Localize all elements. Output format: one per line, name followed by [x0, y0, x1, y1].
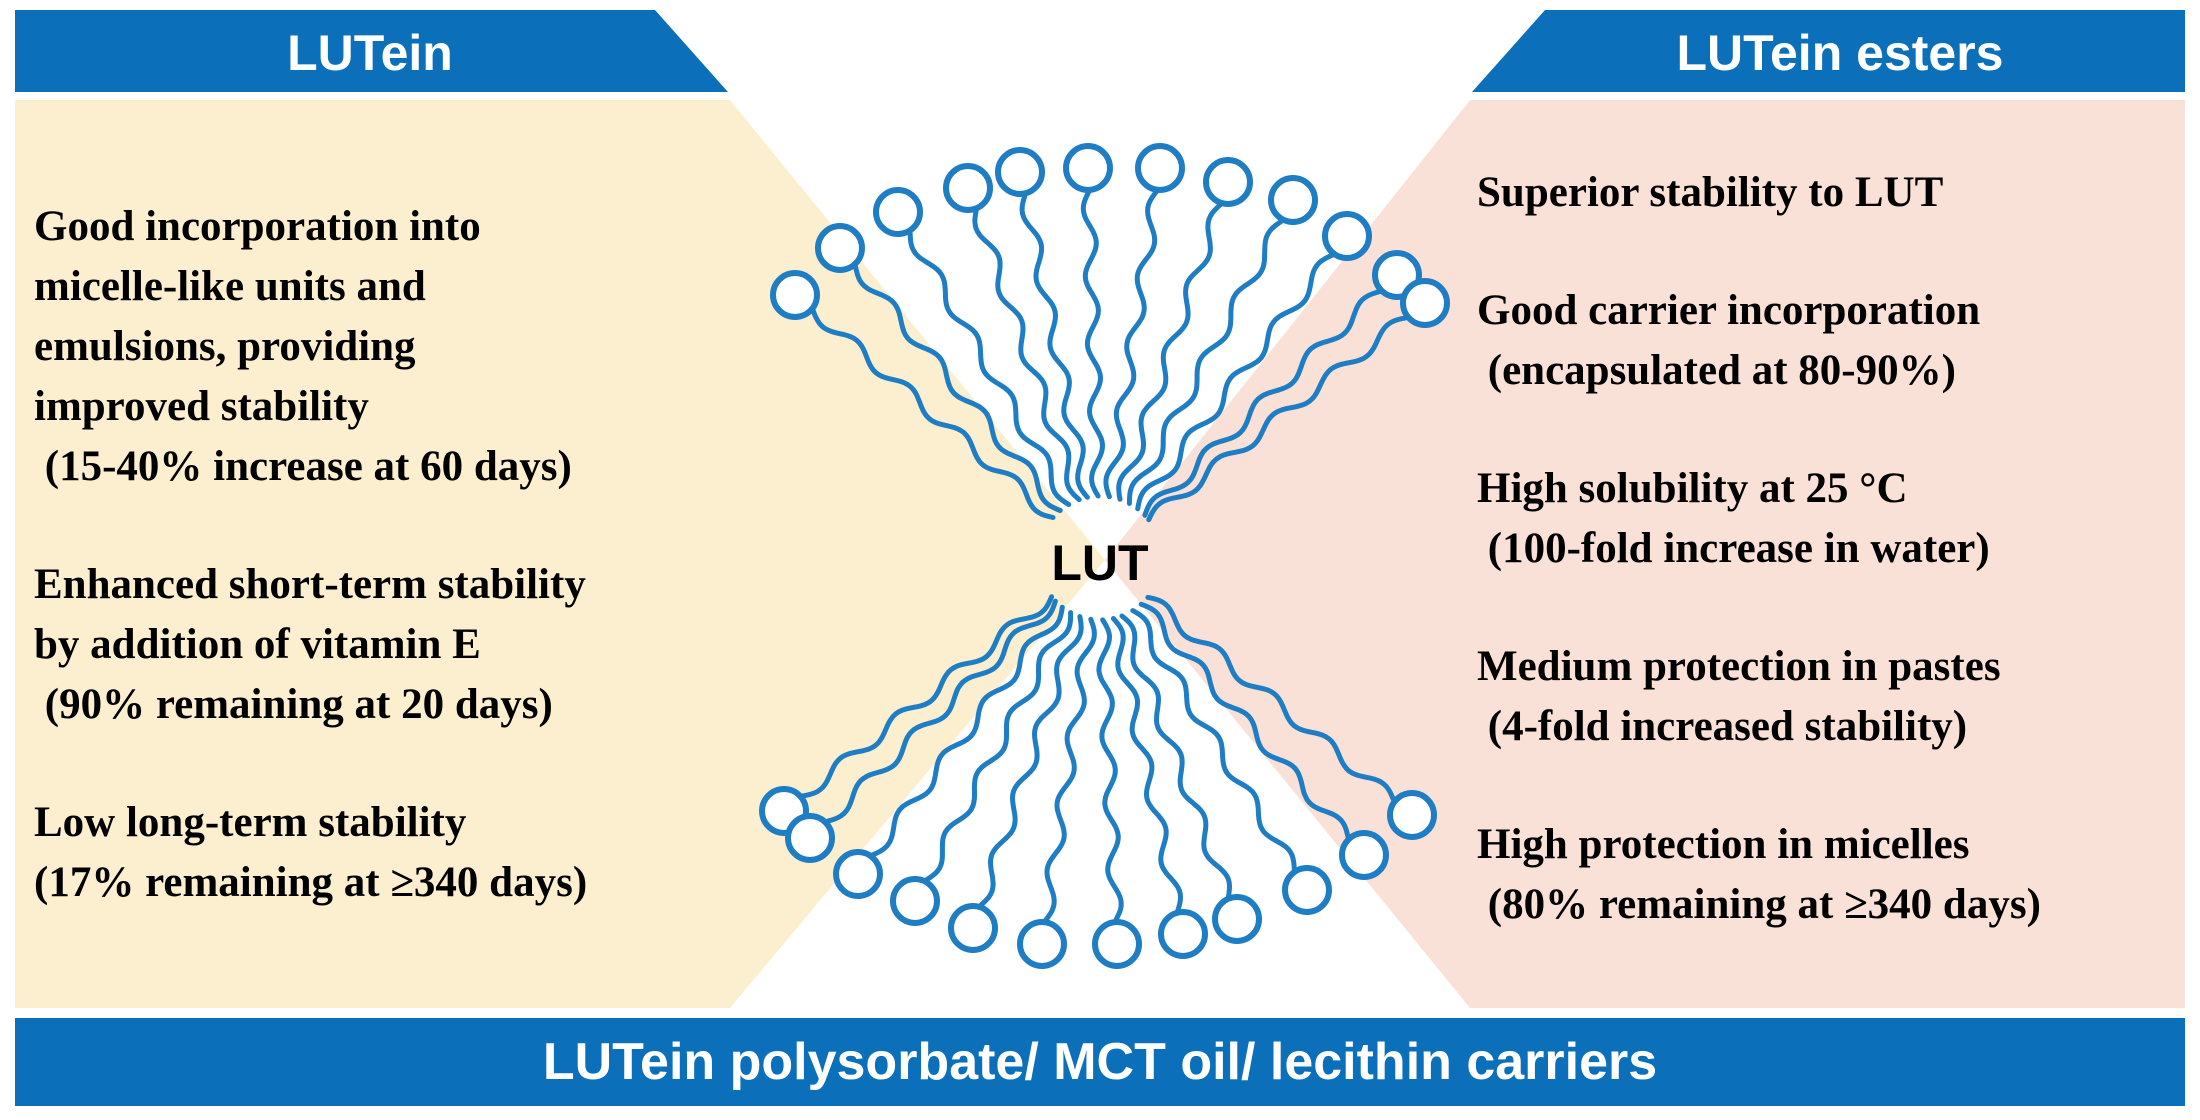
lipid-tail — [852, 263, 1063, 513]
lipid-head — [1135, 143, 1185, 193]
lipid-tail — [1145, 594, 1396, 803]
left-header-title: LUTein — [287, 25, 453, 81]
lipid-tail — [972, 208, 1082, 503]
lipid-head — [770, 270, 820, 320]
lipid-tail — [1138, 601, 1351, 840]
lipid-tail — [870, 604, 1065, 858]
item-line: (90% remaining at 20 days) — [34, 681, 553, 728]
item-line: (15-40% increase at 60 days) — [34, 443, 572, 490]
lipid-tail — [978, 614, 1084, 908]
left-panel-background — [15, 100, 1105, 1008]
item-line: improved stability — [34, 383, 369, 430]
lipid-tail — [1110, 616, 1183, 914]
lipid-head — [1158, 909, 1208, 959]
lipid-head — [833, 849, 883, 899]
item-line: Superior stability to LUT — [1477, 169, 1944, 216]
lipid-head — [785, 813, 835, 863]
left-header-banner — [15, 10, 728, 92]
lipid-tail — [824, 598, 1058, 824]
lipid-head — [815, 223, 865, 273]
item-line: Good carrier incorporation — [1477, 287, 1981, 334]
lipid-tail — [1116, 202, 1223, 502]
item-line: Enhanced short-term stability — [34, 561, 586, 608]
list-item: Medium protection in pastes (4-fold incr… — [1477, 637, 2197, 757]
lipid-head — [890, 876, 940, 926]
bottom-banner-title: LUTein polysorbate/ MCT oil/ lecithin ca… — [542, 1033, 1658, 1091]
bottom-banner — [15, 1018, 2185, 1106]
list-item: High solubility at 25 °C (100-fold incre… — [1477, 459, 2197, 579]
list-item: Low long-term stability (17% remaining a… — [34, 793, 754, 913]
lipid-tail — [810, 308, 1056, 520]
lipid-tail — [923, 610, 1074, 883]
lipid-head — [1063, 143, 1113, 193]
lipid-tail — [1146, 315, 1409, 523]
item-line: (4-fold increased stability) — [1477, 703, 1968, 750]
list-item: Superior stability to LUT — [1477, 163, 2197, 223]
lipid-head — [1212, 894, 1262, 944]
lipid-tail — [1103, 189, 1159, 500]
list-item: Good carrier incorporation (encapsulated… — [1477, 281, 2197, 401]
lipid-tail — [1096, 617, 1124, 923]
lipid-tail — [1080, 189, 1105, 499]
lipid-tail — [800, 594, 1055, 799]
lipid-head — [1017, 919, 1067, 969]
lipid-tail — [1135, 252, 1335, 512]
list-item: Enhanced short-term stability by additio… — [34, 555, 754, 735]
item-line: Low long-term stability — [34, 799, 467, 846]
lipid-head — [873, 187, 923, 237]
lutein-properties-list: Good incorporation into micelle-like uni… — [34, 197, 754, 971]
lipid-tail — [1130, 608, 1297, 873]
lipid-tail — [1142, 289, 1383, 518]
lipid-tail — [1119, 613, 1232, 900]
item-line: Medium protection in pastes — [1477, 643, 2001, 690]
lipid-head — [1322, 211, 1372, 261]
lipid-head — [948, 903, 998, 953]
lipid-tail — [1019, 193, 1090, 500]
lipid-head — [1387, 790, 1437, 840]
lipid-tail — [1126, 218, 1285, 506]
lipid-head — [1268, 175, 1318, 225]
lipid-head — [995, 147, 1045, 197]
lipid-head — [1092, 919, 1142, 969]
item-line: (encapsulated at 80-90%) — [1477, 347, 1956, 394]
right-header-banner — [1472, 10, 2185, 92]
lipid-head — [1400, 278, 1450, 328]
lipid-tail — [1043, 616, 1097, 923]
item-line: micelle-like units and — [34, 263, 426, 310]
lipid-head — [943, 163, 993, 213]
item-line: High protection in micelles — [1477, 821, 1970, 868]
item-line: (80% remaining at ≥340 days) — [1477, 881, 2041, 928]
lipid-head — [1282, 865, 1332, 915]
lipid-head — [1203, 157, 1253, 207]
item-line: Good incorporation into — [34, 203, 481, 250]
lutein-esters-properties-list: Superior stability to LUT Good carrier i… — [1477, 163, 2197, 993]
item-line: emulsions, providing — [34, 323, 416, 370]
list-item: Good incorporation into micelle-like uni… — [34, 197, 754, 497]
item-line: High solubility at 25 °C — [1477, 465, 1908, 512]
item-line: (17% remaining at ≥340 days) — [34, 859, 588, 906]
micelle — [759, 143, 1450, 969]
lut-center-label: LUT — [1051, 535, 1149, 591]
lipid-head — [1339, 830, 1389, 880]
item-line: (100-fold increase in water) — [1477, 525, 1990, 572]
lipid-tail — [907, 230, 1072, 507]
list-item: High protection in micelles (80% remaini… — [1477, 815, 2197, 935]
right-header-title: LUTein esters — [1676, 25, 2004, 81]
item-line: by addition of vitamin E — [34, 621, 481, 668]
